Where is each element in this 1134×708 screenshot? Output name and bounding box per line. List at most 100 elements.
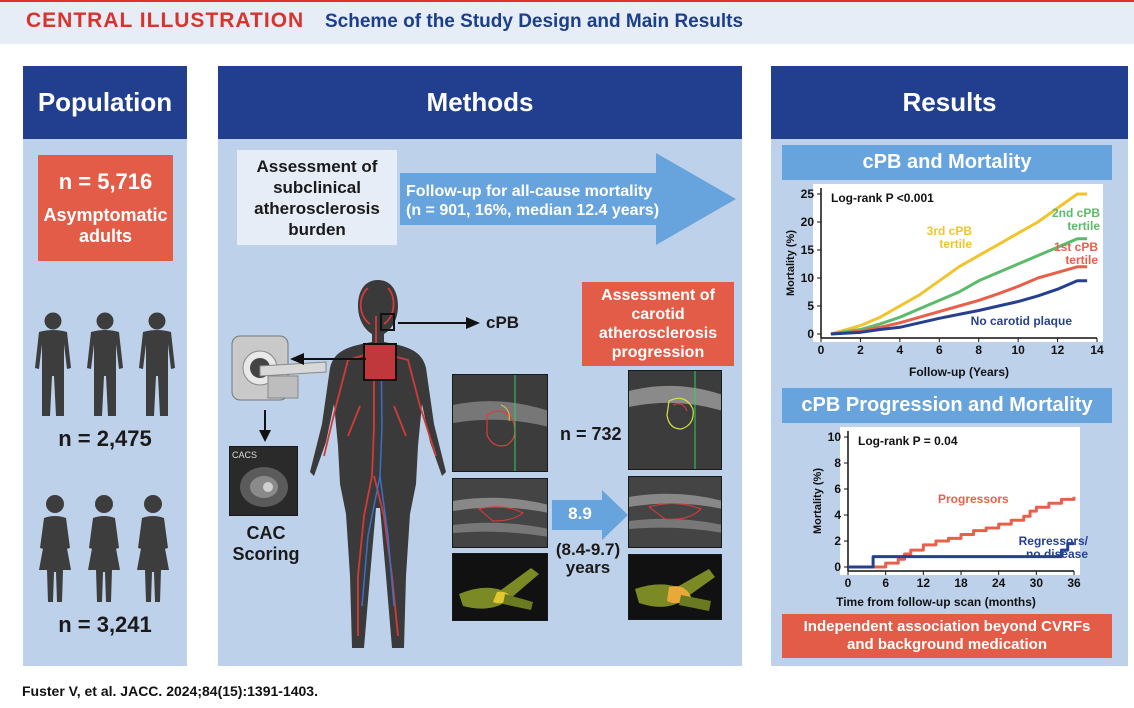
y-tick-label: 0 bbox=[807, 327, 814, 341]
illustration-label: CENTRAL ILLUSTRATION bbox=[26, 9, 305, 32]
logrank-annotation: Log-rank P <0.001 bbox=[831, 191, 934, 205]
interval-value: 8.9 bbox=[568, 504, 592, 523]
x-tick-label: 30 bbox=[1030, 576, 1044, 590]
total-n: n = 5,716 bbox=[58, 169, 153, 194]
y-tick-label: 10 bbox=[828, 430, 842, 444]
followup-arrow-icon bbox=[400, 153, 736, 245]
x-tick-label: 18 bbox=[954, 576, 968, 590]
x-axis-label: Time from follow-up scan (months) bbox=[836, 595, 1036, 609]
y-tick-label: 4 bbox=[834, 508, 841, 522]
x-axis-label: Follow-up (Years) bbox=[909, 365, 1009, 379]
ultrasound-followup-1 bbox=[628, 370, 722, 470]
x-tick-label: 8 bbox=[975, 343, 982, 357]
y-tick-label: 0 bbox=[834, 560, 841, 574]
series-label-1: no disease bbox=[1026, 547, 1088, 561]
chart2-title: cPB Progression and Mortality bbox=[782, 388, 1112, 423]
progression-line-3: atherosclerosis bbox=[598, 325, 718, 342]
ultrasound-followup-2 bbox=[628, 476, 722, 548]
series-line-0 bbox=[848, 496, 1076, 569]
population-heading: Population bbox=[23, 66, 187, 139]
series-label-3: No carotid plaque bbox=[971, 314, 1073, 328]
cac-line-1: CAC bbox=[246, 523, 286, 543]
total-desc-1: Asymptomatic bbox=[43, 205, 168, 225]
female-silhouette-icon bbox=[39, 495, 169, 602]
y-tick-label: 10 bbox=[801, 271, 815, 285]
progression-line-4: progression bbox=[611, 344, 705, 361]
header-bar bbox=[0, 0, 1134, 44]
interval-arrow-icon bbox=[552, 490, 628, 540]
assessment-line-2: subclinical bbox=[273, 177, 361, 197]
chart1-title: cPB and Mortality bbox=[782, 145, 1112, 180]
interval-unit: years bbox=[565, 558, 611, 577]
x-tick-label: 0 bbox=[845, 576, 852, 590]
series-label-1: tertile bbox=[1067, 219, 1100, 233]
progression-box: Assessment of carotid atherosclerosis pr… bbox=[582, 282, 734, 366]
x-tick-label: 14 bbox=[1090, 343, 1104, 357]
y-tick-label: 25 bbox=[801, 187, 815, 201]
x-tick-label: 36 bbox=[1067, 576, 1081, 590]
assessment-line-1: Assessment of bbox=[256, 156, 378, 176]
total-desc-2: adults bbox=[78, 226, 132, 246]
series-line-0 bbox=[830, 192, 1088, 336]
interval-range: (8.4-9.7) bbox=[555, 540, 621, 559]
x-tick-label: 24 bbox=[992, 576, 1006, 590]
x-tick-label: 10 bbox=[1011, 343, 1025, 357]
arrow-down-icon bbox=[259, 410, 271, 442]
results-heading: Results bbox=[771, 66, 1128, 139]
cac-ct-image: CACS bbox=[229, 446, 298, 516]
progression-line-2: carotid bbox=[631, 306, 685, 323]
series-label-0: tertile bbox=[939, 237, 972, 251]
series-line-2 bbox=[830, 265, 1088, 336]
male-silhouette-icon bbox=[35, 312, 175, 416]
series-label-1: Regressors/ bbox=[1019, 534, 1089, 548]
cpb-label: cPB bbox=[486, 313, 520, 332]
conclusion-line-1: Independent association beyond CVRFs bbox=[803, 618, 1091, 635]
y-tick-label: 15 bbox=[801, 243, 815, 257]
y-tick-label: 8 bbox=[834, 456, 841, 470]
cac-line-2: Scoring bbox=[232, 544, 300, 564]
x-tick-label: 12 bbox=[1051, 343, 1065, 357]
progression-line-1: Assessment of bbox=[601, 287, 715, 304]
series-label-0: 3rd cPB bbox=[927, 224, 973, 238]
series-line-1 bbox=[830, 237, 1088, 336]
y-tick-label: 5 bbox=[807, 299, 814, 313]
followup-line-1: Follow-up for all-cause mortality bbox=[406, 183, 653, 200]
conclusion-line-2: and background medication bbox=[846, 636, 1048, 653]
series-label-1: 2nd cPB bbox=[1052, 206, 1100, 220]
body-vasculature-icon bbox=[310, 280, 446, 648]
ct-scanner-icon bbox=[231, 335, 327, 401]
x-tick-label: 12 bbox=[917, 576, 931, 590]
women-n: n = 3,241 bbox=[58, 612, 152, 637]
chart-plot-area bbox=[840, 427, 1080, 575]
y-tick-label: 20 bbox=[801, 215, 815, 229]
series-line-3 bbox=[830, 279, 1088, 336]
y-axis-label: Mortality (%) bbox=[785, 230, 797, 296]
x-tick-label: 2 bbox=[857, 343, 864, 357]
methods-heading: Methods bbox=[218, 66, 742, 139]
illustration-title: Scheme of the Study Design and Main Resu… bbox=[325, 11, 744, 32]
logrank-annotation: Log-rank P = 0.04 bbox=[858, 434, 958, 448]
assessment-line-4: burden bbox=[288, 219, 346, 239]
ultrasound-baseline-2 bbox=[452, 478, 548, 548]
scanner-pointer-arrow-icon bbox=[290, 353, 366, 365]
plaque-3d-followup bbox=[628, 554, 722, 620]
followup-line-2: (n = 901, 16%, median 12.4 years) bbox=[406, 202, 660, 219]
cac-scoring-label: CAC Scoring bbox=[228, 523, 304, 565]
followup-text: Follow-up for all-cause mortality (n = 9… bbox=[406, 182, 706, 220]
cpb-pointer-arrow-icon bbox=[398, 317, 480, 329]
series-label-0: Progressors bbox=[938, 492, 1009, 506]
x-tick-label: 4 bbox=[897, 343, 904, 357]
plaque-3d-baseline bbox=[452, 553, 548, 621]
cacs-tag: CACS bbox=[232, 450, 258, 460]
y-tick-label: 6 bbox=[834, 482, 841, 496]
series-label-2: 1st cPB bbox=[1054, 240, 1098, 254]
total-population-box: n = 5,716 Asymptomatic adults bbox=[38, 155, 173, 261]
series-label-2: tertile bbox=[1065, 253, 1098, 267]
series-line-1 bbox=[848, 542, 1074, 569]
men-n: n = 2,475 bbox=[58, 426, 152, 451]
conclusion-box: Independent association beyond CVRFs and… bbox=[782, 614, 1112, 658]
n-progression-label: n = 732 bbox=[560, 424, 622, 444]
ultrasound-baseline-1 bbox=[452, 374, 548, 472]
